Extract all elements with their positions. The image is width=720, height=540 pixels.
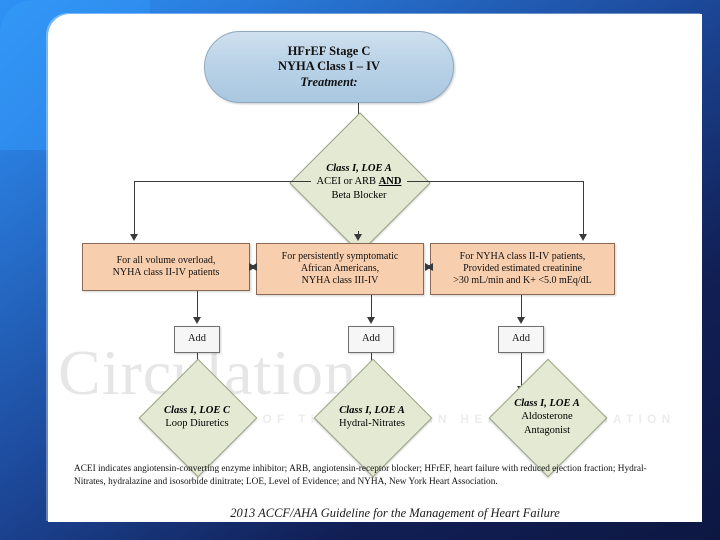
arrowhead-to-criteria-left: [130, 234, 138, 241]
arrowhead-add-right: [517, 317, 525, 324]
connector-decision-left-bus: [134, 181, 311, 183]
connector-decision-right-bus: [407, 181, 584, 183]
therapy-left-line-1: Loop Diuretics: [165, 418, 229, 429]
therapy-right-line-2: Antagonist: [523, 424, 571, 436]
start-line-1: HFrEF Stage C: [287, 44, 371, 59]
therapy-center-line-1: Hydral-Nitrates: [339, 418, 405, 429]
arrowhead-add-left: [193, 317, 201, 324]
arrowhead-add-center: [367, 317, 375, 324]
therapy-aldosterone-antagonist: Class I, LOE A Aldosterone Antagonist: [488, 358, 608, 478]
decision-line-1-and: AND: [378, 176, 402, 188]
criteria-left-line-2: NYHA class II-IV patients: [112, 267, 220, 278]
criteria-right-line-1: For NYHA class II-IV patients,: [459, 250, 586, 262]
criteria-box-african-americans: For persistently symptomatic African Ame…: [256, 243, 424, 295]
add-box-center: Add: [348, 326, 394, 353]
decision-line-2: Beta Blocker: [331, 189, 387, 201]
slide-caption: 2013 ACCF/AHA Guideline for the Manageme…: [48, 506, 702, 521]
criteria-center-line-1: For persistently symptomatic: [281, 250, 399, 262]
therapy-center-text: Class I, LOE A Hydral-Nitrates: [331, 404, 413, 430]
connector-criteria-to-add-center: [371, 295, 373, 318]
therapy-center-loe: Class I, LOE A: [339, 404, 405, 416]
start-line-2: NYHA Class I – IV: [277, 59, 381, 74]
start-line-3: Treatment:: [300, 74, 358, 89]
arrowhead-to-criteria-center: [354, 234, 362, 241]
therapy-hydral-nitrates: Class I, LOE A Hydral-Nitrates: [313, 358, 433, 478]
caption-text: 2013 ACCF/AHA Guideline for the Manageme…: [230, 506, 560, 520]
connector-add-to-therapy-right: [521, 353, 523, 387]
arrowhead-left-gap-r: [249, 263, 256, 271]
arrowhead-right-gap-r: [425, 263, 432, 271]
therapy-loop-diuretics: Class I, LOE C Loop Diuretics: [138, 358, 258, 478]
connector-criteria-to-add-left: [197, 291, 199, 318]
footnote-abbreviations: ACEI indicates angiotensin-converting en…: [74, 464, 647, 488]
therapy-right-text: Class I, LOE A Aldosterone Antagonist: [506, 397, 588, 436]
connector-left-drop: [134, 181, 136, 235]
decision-loe: Class I, LOE A: [326, 163, 392, 175]
connector-center-drop: [358, 231, 360, 235]
therapy-right-line-1: Aldosterone: [521, 411, 573, 423]
slide-page: Circulation JOURNAL OF THE AMERICAN HEAR…: [48, 14, 702, 522]
therapy-left-text: Class I, LOE C Loop Diuretics: [156, 404, 238, 430]
connector-criteria-to-add-right: [521, 295, 523, 318]
decision-line-1: ACEI or ARB AND: [310, 175, 408, 188]
heart-failure-treatment-flowchart: HFrEF Stage C NYHA Class I – IV Treatmen…: [48, 14, 702, 522]
therapy-right-loe: Class I, LOE A: [514, 398, 580, 410]
decision-text: Class I, LOE A ACEI or ARB AND Beta Bloc…: [310, 162, 408, 201]
criteria-right-line-2: Provided estimated creatinine: [463, 262, 582, 274]
add-box-right: Add: [498, 326, 544, 353]
flow-start-hfref-stage-c: HFrEF Stage C NYHA Class I – IV Treatmen…: [204, 31, 454, 103]
criteria-center-line-3: NYHA class III-IV: [301, 275, 379, 287]
criteria-center-line-2: African Americans,: [300, 262, 380, 274]
therapy-left-loe: Class I, LOE C: [164, 404, 230, 416]
criteria-left-line-1: For all volume overload,: [116, 254, 216, 266]
connector-right-drop: [583, 181, 585, 235]
criteria-box-nyha-ii-iv: For NYHA class II-IV patients, Provided …: [430, 243, 615, 295]
criteria-right-line-3: >30 mL/min and K+ <5.0 mEq/dL: [453, 275, 592, 287]
decision-line-1-prefix: ACEI or ARB: [316, 176, 379, 188]
criteria-box-volume-overload: For all volume overload, NYHA class II-I…: [82, 243, 250, 291]
decision-acei-arb-beta-blocker: Class I, LOE A ACEI or ARB AND Beta Bloc…: [289, 112, 431, 254]
arrowhead-to-criteria-right: [579, 234, 587, 241]
add-box-left: Add: [174, 326, 220, 353]
